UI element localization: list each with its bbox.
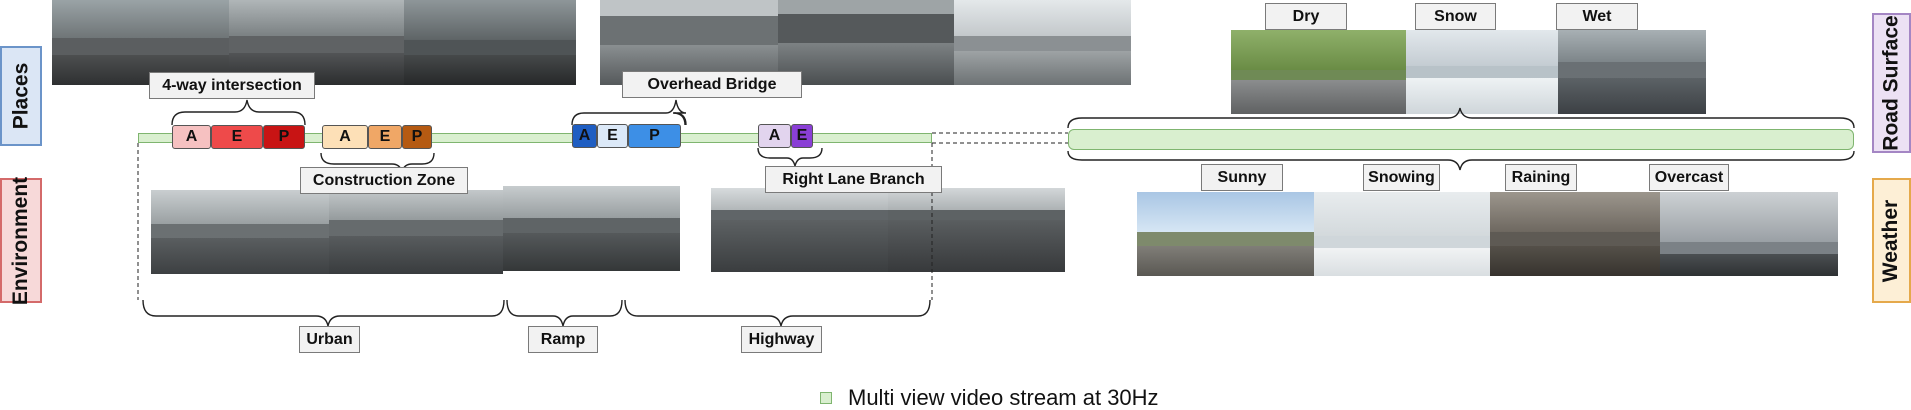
right-lane-branch-label: Right Lane Branch xyxy=(765,166,942,193)
badge-construction-p: P xyxy=(402,125,432,149)
badge-four-way-a: A xyxy=(172,125,211,149)
weather-brace xyxy=(1067,150,1855,171)
road-surface-snow-photo xyxy=(1406,30,1558,114)
highway-label: Highway xyxy=(741,326,822,353)
weather-raining-photo xyxy=(1490,192,1660,276)
video-stream-strip-right xyxy=(1068,129,1854,150)
video-stream-strip-left xyxy=(138,133,932,143)
right-lane-branch-photo-2 xyxy=(888,188,1065,272)
weather-overcast-photo xyxy=(1660,192,1838,276)
overhead-bridge-photo-3 xyxy=(954,0,1131,85)
weather-snowing-label: Snowing xyxy=(1363,164,1440,191)
overhead-bridge-label: Overhead Bridge xyxy=(622,71,802,98)
badge-lane-branch-a: A xyxy=(758,124,791,148)
road-surface-wet-photo xyxy=(1558,30,1706,114)
right-lane-branch-brace xyxy=(757,147,823,167)
construction-zone-label: Construction Zone xyxy=(300,167,468,194)
badge-bridge-a: A xyxy=(572,124,597,148)
badge-bridge-p: P xyxy=(628,124,681,148)
badge-four-way-p: P xyxy=(263,125,305,149)
badge-lane-branch-e: E xyxy=(791,124,813,148)
badge-four-way-e: E xyxy=(211,125,263,149)
road-surface-category-label: Road Surface xyxy=(1872,13,1911,153)
legend: Multi view video stream at 30Hz xyxy=(820,385,1159,410)
four-way-intersection-photo-3 xyxy=(404,0,576,85)
road-surface-dry-label: Dry xyxy=(1265,3,1347,30)
badge-bridge-e: E xyxy=(597,124,628,148)
road-surface-dry-photo xyxy=(1231,30,1406,114)
overhead-bridge-brace-right xyxy=(673,112,687,126)
construction-zone-photo-2 xyxy=(329,190,503,274)
weather-snowing-photo xyxy=(1314,192,1490,276)
badge-construction-a: A xyxy=(322,125,368,149)
construction-zone-photo-1 xyxy=(151,190,329,274)
overhead-bridge-photo-1 xyxy=(600,0,778,85)
weather-sunny-label: Sunny xyxy=(1201,164,1283,191)
overhead-bridge-photo-2 xyxy=(778,0,954,85)
weather-overcast-label: Overcast xyxy=(1649,164,1729,191)
urban-label: Urban xyxy=(299,326,360,353)
ramp-brace xyxy=(506,299,623,327)
road-surface-snow-label: Snow xyxy=(1415,3,1496,30)
weather-sunny-photo xyxy=(1137,192,1314,276)
weather-raining-label: Raining xyxy=(1505,164,1577,191)
badge-construction-e: E xyxy=(368,125,402,149)
urban-brace xyxy=(142,299,505,327)
four-way-intersection-label: 4-way intersection xyxy=(149,72,315,99)
four-way-brace xyxy=(171,99,306,126)
legend-text: Multi view video stream at 30Hz xyxy=(848,385,1159,410)
ramp-construction-photo xyxy=(503,186,680,271)
right-lane-branch-photo-1 xyxy=(711,188,888,272)
road-surface-wet-label: Wet xyxy=(1556,3,1638,30)
places-category-label: Places xyxy=(0,46,42,146)
environment-category-label: Environment xyxy=(0,176,42,305)
weather-category-label: Weather xyxy=(1872,178,1911,303)
road-surface-brace xyxy=(1067,107,1855,129)
four-way-intersection-photo-2 xyxy=(229,0,404,85)
ramp-label: Ramp xyxy=(528,326,598,353)
highway-brace xyxy=(624,299,931,327)
legend-swatch xyxy=(820,392,832,404)
overhead-bridge-brace xyxy=(571,99,687,126)
